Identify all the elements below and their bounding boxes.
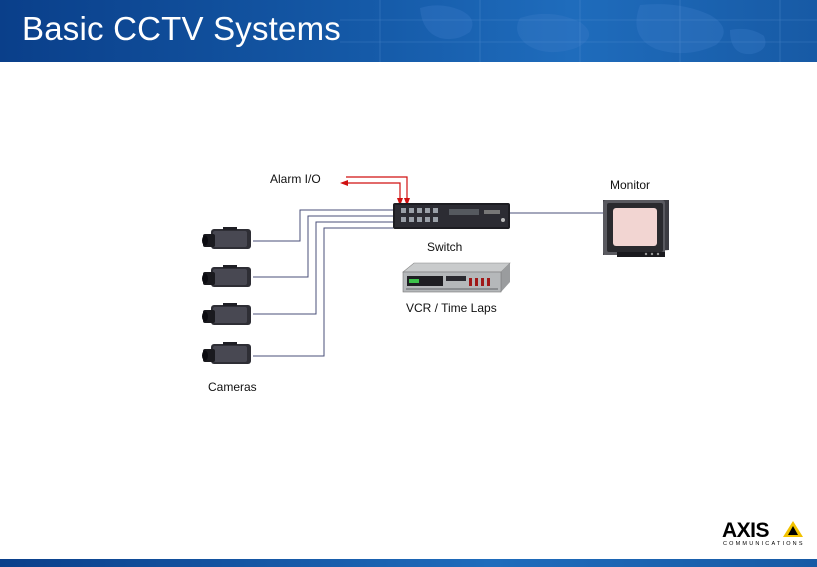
switch-icon xyxy=(393,203,510,229)
alarm-io-lines xyxy=(340,176,410,206)
page-title: Basic CCTV Systems xyxy=(22,10,341,47)
vcr-label: VCR / Time Laps xyxy=(406,301,497,315)
vcr-icon xyxy=(402,262,511,293)
switch-label: Switch xyxy=(427,240,463,254)
camera-2-icon xyxy=(202,265,251,287)
cameras-label: Cameras xyxy=(208,380,257,394)
camera-4-icon xyxy=(202,342,251,364)
logo-wordmark: AXIS xyxy=(722,519,770,542)
camera-1-icon xyxy=(202,227,251,249)
camera-cables xyxy=(253,209,603,357)
axis-logo: AXIS COMMUNICATIONS xyxy=(722,519,804,551)
world-map-decoration xyxy=(340,0,817,62)
footer-bar xyxy=(0,559,817,567)
alarm-io-label: Alarm I/O xyxy=(270,172,321,186)
monitor-icon xyxy=(603,200,669,257)
slide-header: Basic CCTV Systems xyxy=(0,0,817,62)
logo-tagline: COMMUNICATIONS xyxy=(723,541,805,547)
camera-3-icon xyxy=(202,303,251,325)
monitor-label: Monitor xyxy=(610,178,651,192)
logo-triangle-icon xyxy=(783,521,803,537)
